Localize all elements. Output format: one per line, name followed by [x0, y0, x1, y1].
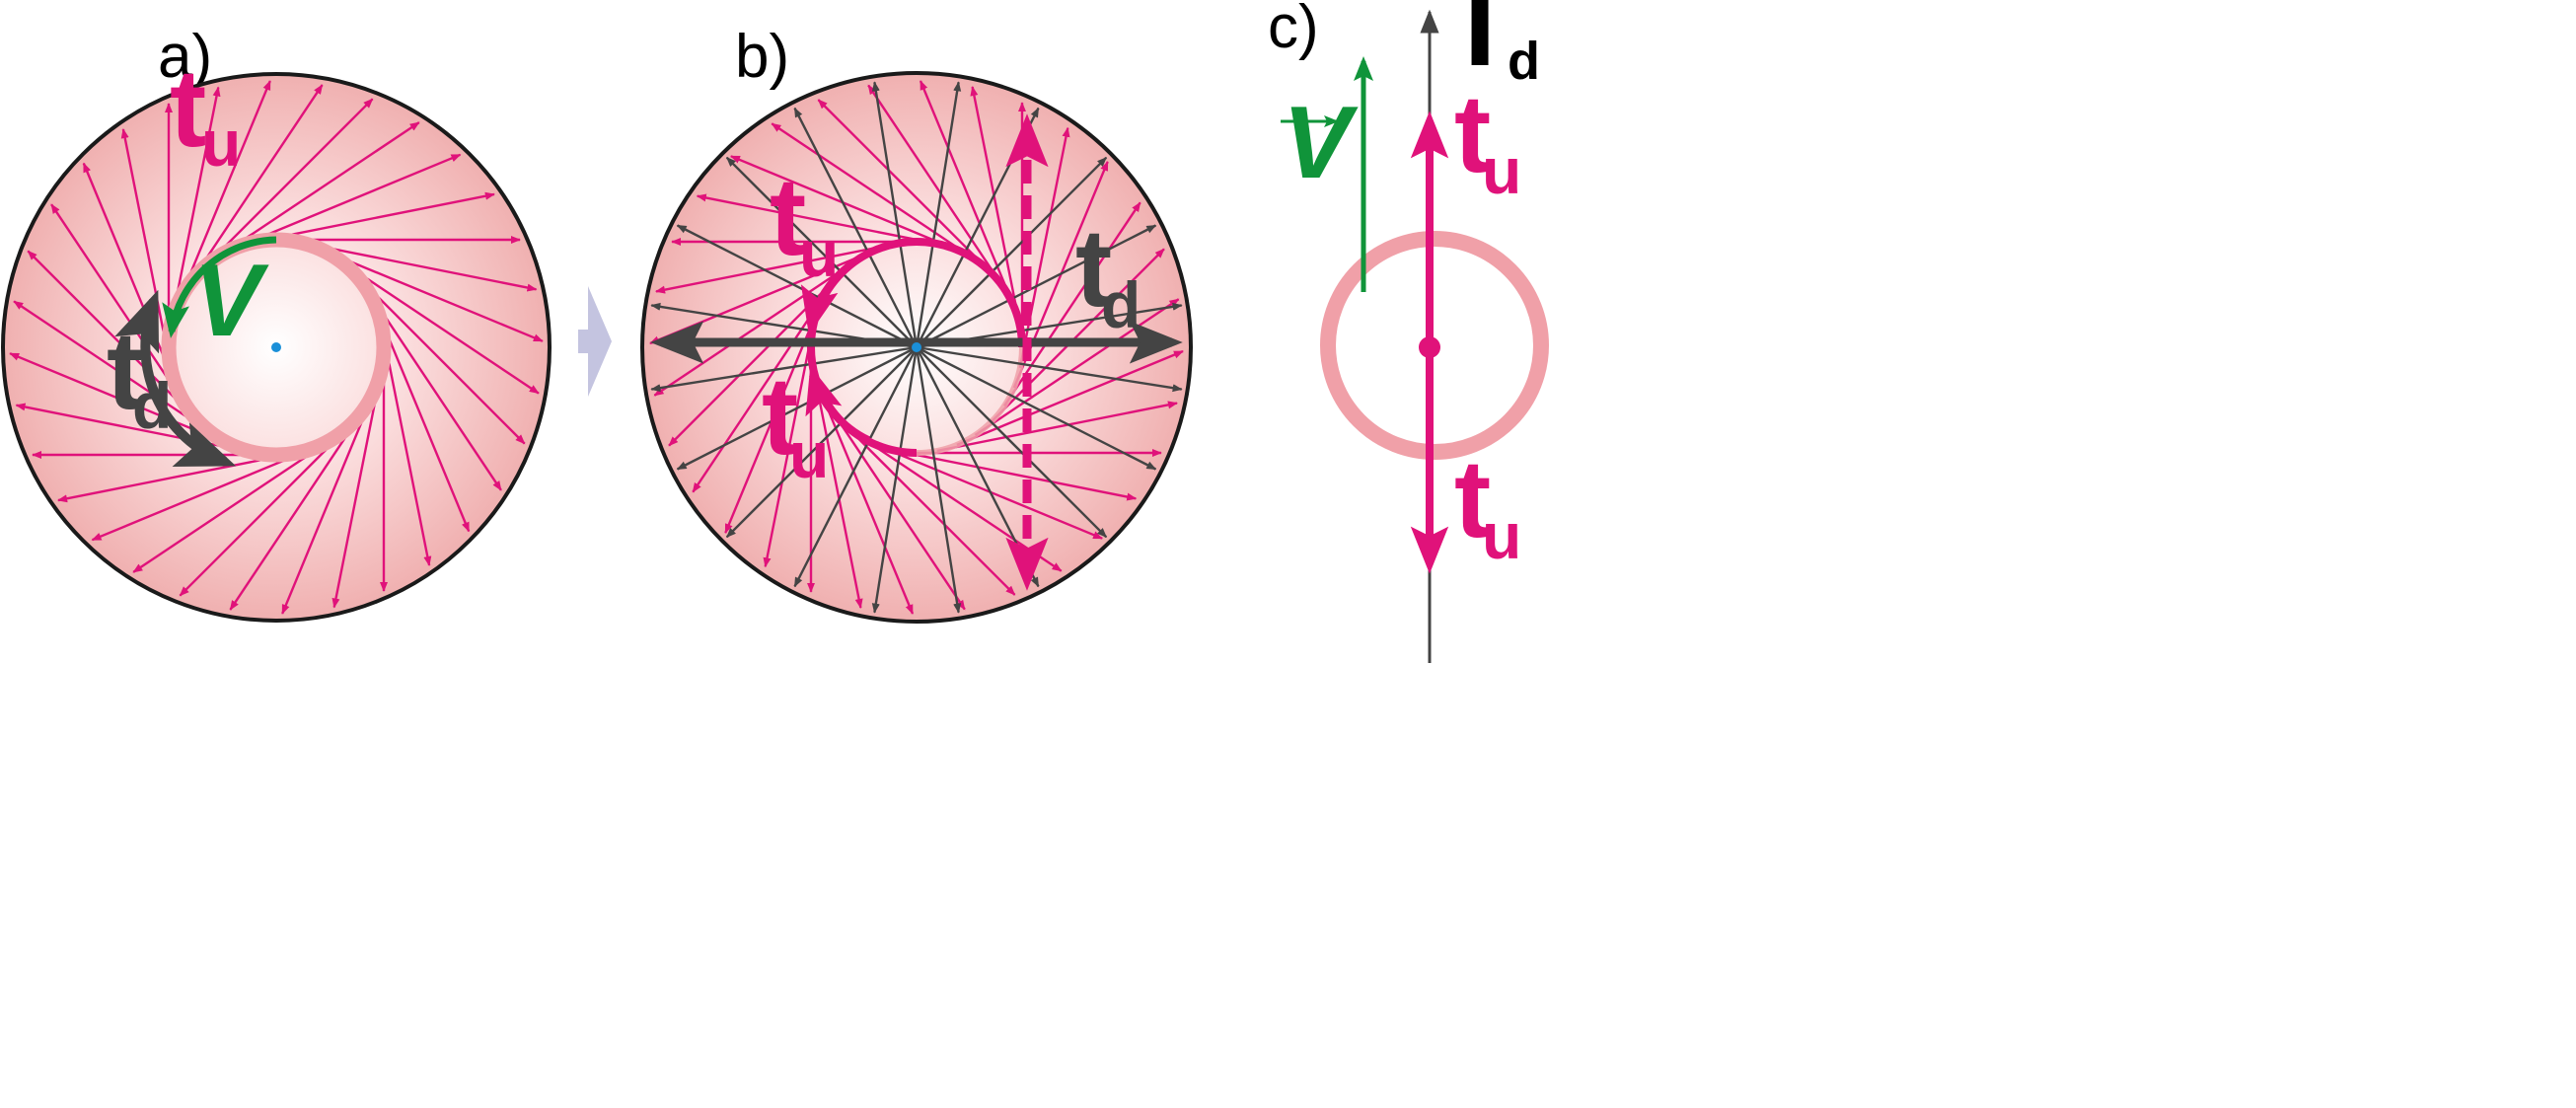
tangent-arrow — [763, 326, 815, 568]
radial-spoke — [793, 107, 919, 348]
panel-c-label: c) — [1268, 0, 1319, 61]
tangent-arrow — [919, 80, 1016, 308]
circulation-arrow-down — [800, 262, 851, 335]
radial-spoke — [725, 156, 918, 348]
tangent-arrow — [229, 406, 367, 611]
radial-spoke — [871, 81, 919, 348]
tu-bottom-label-sub: u — [1482, 499, 1521, 572]
tu-label-main: t — [170, 46, 206, 170]
tangent-arrow — [841, 420, 1016, 596]
tangent-arrow — [169, 86, 221, 327]
tangent-arrow — [374, 305, 471, 533]
td-label-sub: d — [1101, 268, 1141, 341]
tangent-arrow — [351, 270, 526, 445]
radial-spoke — [915, 81, 962, 348]
tangent-arrow — [828, 405, 966, 611]
panel-a: a) t u t d V — [1, 23, 552, 623]
tangent-arrow — [956, 349, 1184, 447]
tu-label-sub: u — [201, 107, 241, 180]
tangent-arrow — [867, 84, 1005, 290]
tangent-arrow — [331, 368, 384, 609]
tangent-arrow — [255, 191, 495, 244]
velocity-label: V — [193, 244, 269, 358]
tangent-arrow — [655, 242, 897, 294]
center-dot — [1419, 336, 1440, 358]
tu-bottom-label-main: t — [1454, 437, 1491, 560]
tangent-arrow — [57, 451, 298, 503]
tangent-arrow — [281, 388, 377, 615]
tangent-arrow — [215, 121, 420, 259]
vortex-ring — [1320, 231, 1549, 460]
tangent-arrow — [91, 445, 319, 542]
tangent-arrow — [334, 257, 540, 395]
velocity-label: V — [1283, 86, 1359, 200]
panel-a-label: a) — [158, 23, 212, 91]
tu-top-label-main: t — [1454, 72, 1491, 195]
td-label-main: t — [107, 309, 143, 432]
tangent-arrow — [199, 98, 374, 272]
tu-top-label-sub: u — [1482, 134, 1521, 207]
tangent-arrow — [132, 435, 337, 573]
panel-b-label: b) — [735, 23, 789, 91]
center-dot — [912, 342, 921, 352]
td-label-sub: d — [132, 369, 172, 442]
radial-spoke — [871, 346, 919, 614]
panel-c: c) V T d t u t u — [1268, 0, 1549, 663]
td-label-main: t — [1075, 206, 1112, 330]
Td-label-main: T — [1444, 0, 1515, 91]
tangent-arrow — [179, 422, 353, 597]
tu-bottom-label-main: t — [762, 354, 798, 478]
Td-label-sub: d — [1508, 32, 1540, 91]
tangent-arrow — [317, 247, 544, 342]
tangent-arrow — [696, 193, 938, 246]
tangent-arrow — [234, 153, 462, 250]
tu-bottom-label-sub: u — [789, 418, 829, 491]
rotation-arc — [114, 289, 237, 468]
tangent-arrow — [185, 84, 324, 289]
panel-b: b) t u t u t d — [640, 23, 1193, 624]
radial-spoke — [793, 346, 919, 588]
tu-top-label-sub: u — [799, 217, 839, 290]
tangent-arrow — [364, 286, 502, 491]
tangent-arrow — [297, 240, 538, 292]
radial-spoke — [676, 345, 918, 471]
circulation-arrow-up — [805, 365, 870, 444]
tangent-arrow — [936, 401, 1178, 453]
tu-top-label-main: t — [770, 155, 806, 278]
tangent-arrow — [380, 326, 432, 566]
tangent-arrow — [771, 122, 977, 260]
panel-transition-arrow — [578, 286, 612, 397]
center-dot — [271, 342, 281, 352]
radial-spoke — [725, 346, 918, 539]
tangent-arrow — [817, 387, 915, 615]
tangent-arrow — [817, 99, 993, 274]
tangent-arrow — [176, 80, 271, 307]
radial-spoke — [915, 346, 962, 614]
